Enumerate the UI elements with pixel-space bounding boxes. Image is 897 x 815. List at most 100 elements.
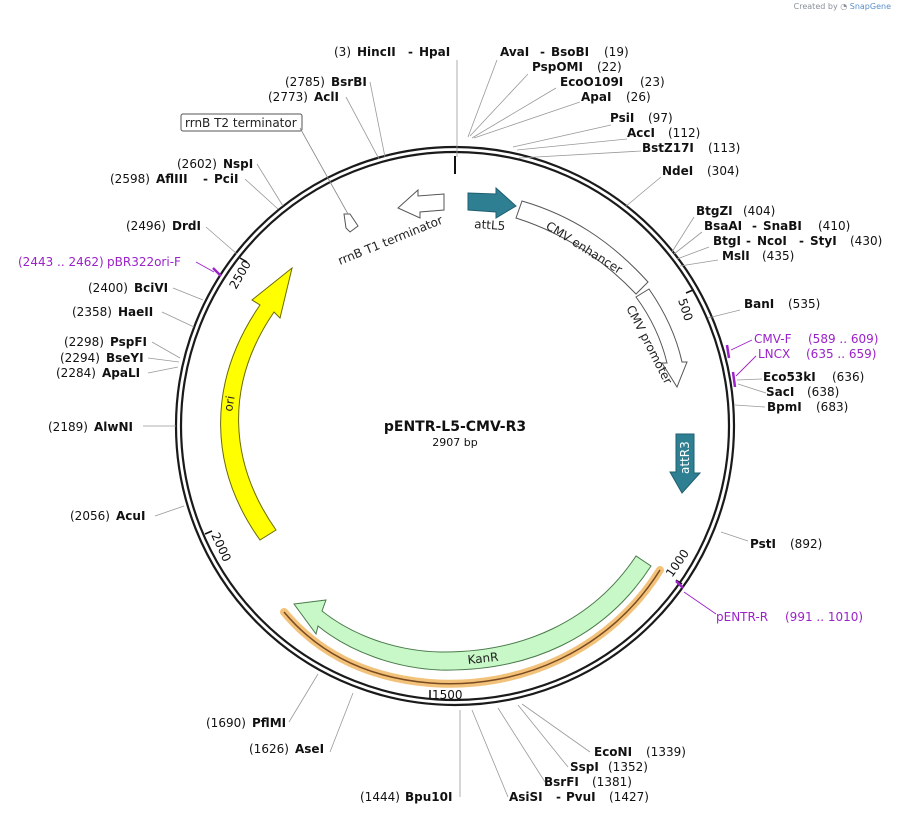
site-acui[interactable]: (2056) AcuI <box>70 509 145 523</box>
site-bpmi[interactable]: BpmI (683) <box>767 400 848 414</box>
tick-2500 <box>239 257 248 263</box>
primer-mark-lncx <box>731 371 737 388</box>
primer-lncx[interactable]: LNCX (635 .. 659) <box>758 347 876 361</box>
site-bani[interactable]: BanI (535) <box>744 297 820 311</box>
svg-text:(1427): (1427) <box>609 790 649 804</box>
svg-text:(2358): (2358) <box>72 305 112 319</box>
site-pspfi[interactable]: (2298) PspFI <box>64 335 147 349</box>
svg-text:pBR322ori-F: pBR322ori-F <box>107 255 181 269</box>
svg-text:(404): (404) <box>743 204 775 218</box>
site-hincii-hpai[interactable]: (3) HincII - HpaI <box>334 45 450 59</box>
site-psii[interactable]: PsiI (97) <box>610 111 673 125</box>
svg-text:(3): (3) <box>334 45 351 59</box>
site-asei[interactable]: (1626) AseI <box>249 742 324 756</box>
cmv-promoter-arrow <box>635 288 688 389</box>
svg-text:(2785): (2785) <box>285 75 325 89</box>
rrnB-T2-leader <box>299 127 349 215</box>
ori-label: ori <box>221 395 237 413</box>
svg-text:(1626): (1626) <box>249 742 289 756</box>
site-pspomi[interactable]: PspOMI (22) <box>532 60 622 74</box>
site-drdi[interactable]: (2496) DrdI <box>126 219 201 233</box>
ori-arrow <box>220 266 293 541</box>
site-ecoo109i[interactable]: EcoO109I (23) <box>560 75 665 89</box>
svg-text:(113): (113) <box>708 141 740 155</box>
tick-label-500: 500 <box>675 297 695 323</box>
svg-text:(112): (112) <box>668 126 700 140</box>
svg-text:-: - <box>408 45 413 59</box>
svg-text:(892): (892) <box>790 537 822 551</box>
site-acli[interactable]: (2773) AclI <box>268 90 339 104</box>
svg-text:PsiI: PsiI <box>610 111 634 125</box>
feature-attR3[interactable]: attR3 <box>669 433 702 494</box>
site-bstz17i[interactable]: BstZ17I (113) <box>642 141 740 155</box>
site-psti[interactable]: PstI (892) <box>750 537 822 551</box>
site-bcivi[interactable]: (2400) BciVI <box>88 281 168 295</box>
svg-text:(2443 .. 2462): (2443 .. 2462) <box>18 255 104 269</box>
site-leader-lines <box>143 59 767 798</box>
svg-text:(23): (23) <box>640 75 665 89</box>
svg-text:SspI: SspI <box>570 760 599 774</box>
site-msli[interactable]: MslI (435) <box>722 249 794 263</box>
primer-pbr322ori-f[interactable]: (2443 .. 2462) pBR322ori-F <box>18 255 181 269</box>
svg-text:EcoO109I: EcoO109I <box>560 75 623 89</box>
svg-text:(430): (430) <box>850 234 882 248</box>
plasmid-name: pENTR-L5-CMV-R3 <box>384 419 526 435</box>
svg-text:PspFI: PspFI <box>110 335 147 349</box>
rrnB-T2-label: rrnB T2 terminator <box>185 116 297 130</box>
site-apai[interactable]: ApaI (26) <box>581 90 651 104</box>
site-afliii-pcii[interactable]: (2598) AflIII - PciI <box>110 172 239 186</box>
svg-text:(1339): (1339) <box>646 745 686 759</box>
svg-text:NdeI: NdeI <box>662 164 693 178</box>
svg-text:HincII: HincII <box>357 45 396 59</box>
site-saci[interactable]: SacI (638) <box>766 385 839 399</box>
svg-text:-: - <box>799 234 804 248</box>
site-sspi[interactable]: SspI (1352) <box>570 760 648 774</box>
site-bsrbi[interactable]: (2785) BsrBI <box>285 75 367 89</box>
svg-text:BsaAI: BsaAI <box>704 219 742 233</box>
primer-mark-pbr322ori-f <box>212 267 222 277</box>
site-acci[interactable]: AccI (112) <box>627 126 700 140</box>
site-pflmi[interactable]: (1690) PflMI <box>206 716 286 730</box>
primer-cmv-f[interactable]: CMV-F (589 .. 609) <box>754 332 878 346</box>
attL5-arrow <box>467 186 517 219</box>
svg-text:BanI: BanI <box>744 297 774 311</box>
site-eco53ki[interactable]: Eco53kI (636) <box>763 370 864 384</box>
svg-text:(535): (535) <box>788 297 820 311</box>
svg-text:SnaBI: SnaBI <box>763 219 802 233</box>
site-bsrfi[interactable]: BsrFI (1381) <box>544 775 632 789</box>
site-ndei[interactable]: NdeI (304) <box>662 164 739 178</box>
site-btgzi[interactable]: BtgZI (404) <box>696 204 775 218</box>
tick-2000 <box>204 530 213 535</box>
feature-rrnB-T2-terminator[interactable]: rrnB T2 terminator <box>180 113 359 233</box>
svg-text:pENTR-R: pENTR-R <box>716 610 768 624</box>
svg-text:(2294): (2294) <box>60 351 100 365</box>
site-nspi[interactable]: (2602) NspI <box>177 157 253 171</box>
site-bpu10i[interactable]: (1444) Bpu10I <box>360 790 452 804</box>
primer-pentr-r[interactable]: pENTR-R (991 .. 1010) <box>716 610 863 624</box>
site-avai-bsobi[interactable]: AvaI - BsoBI (19) <box>500 45 629 59</box>
site-btgi-ncoi-styi[interactable]: BtgI - NcoI - StyI (430) <box>713 234 882 248</box>
svg-text:LNCX: LNCX <box>758 347 790 361</box>
svg-text:(636): (636) <box>832 370 864 384</box>
svg-text:(26): (26) <box>626 90 651 104</box>
site-haeii[interactable]: (2358) HaeII <box>72 305 153 319</box>
site-econi[interactable]: EcoNI (1339) <box>594 745 686 759</box>
site-bseyi[interactable]: (2294) BseYI <box>60 351 144 365</box>
svg-text:DrdI: DrdI <box>172 219 201 233</box>
svg-text:SacI: SacI <box>766 385 794 399</box>
feature-ori[interactable]: ori <box>220 266 293 541</box>
svg-text:(97): (97) <box>648 111 673 125</box>
site-bsaai-snabi[interactable]: BsaAI - SnaBI (410) <box>704 219 850 233</box>
svg-text:PflMI: PflMI <box>252 716 286 730</box>
svg-text:(635 .. 659): (635 .. 659) <box>806 347 876 361</box>
svg-text:-: - <box>752 219 757 233</box>
svg-text:EcoNI: EcoNI <box>594 745 632 759</box>
site-asisi-pvui[interactable]: AsiSI - PvuI (1427) <box>509 790 649 804</box>
svg-text:-: - <box>203 172 208 186</box>
site-alwni[interactable]: (2189) AlwNI <box>48 420 133 434</box>
svg-text:(19): (19) <box>604 45 629 59</box>
rrnB-T1-arrow <box>397 188 445 219</box>
site-apali[interactable]: (2284) ApaLI <box>56 366 140 380</box>
feature-attL5[interactable]: attL5 <box>467 186 517 233</box>
feature-kanr[interactable]: KanR <box>280 555 664 688</box>
